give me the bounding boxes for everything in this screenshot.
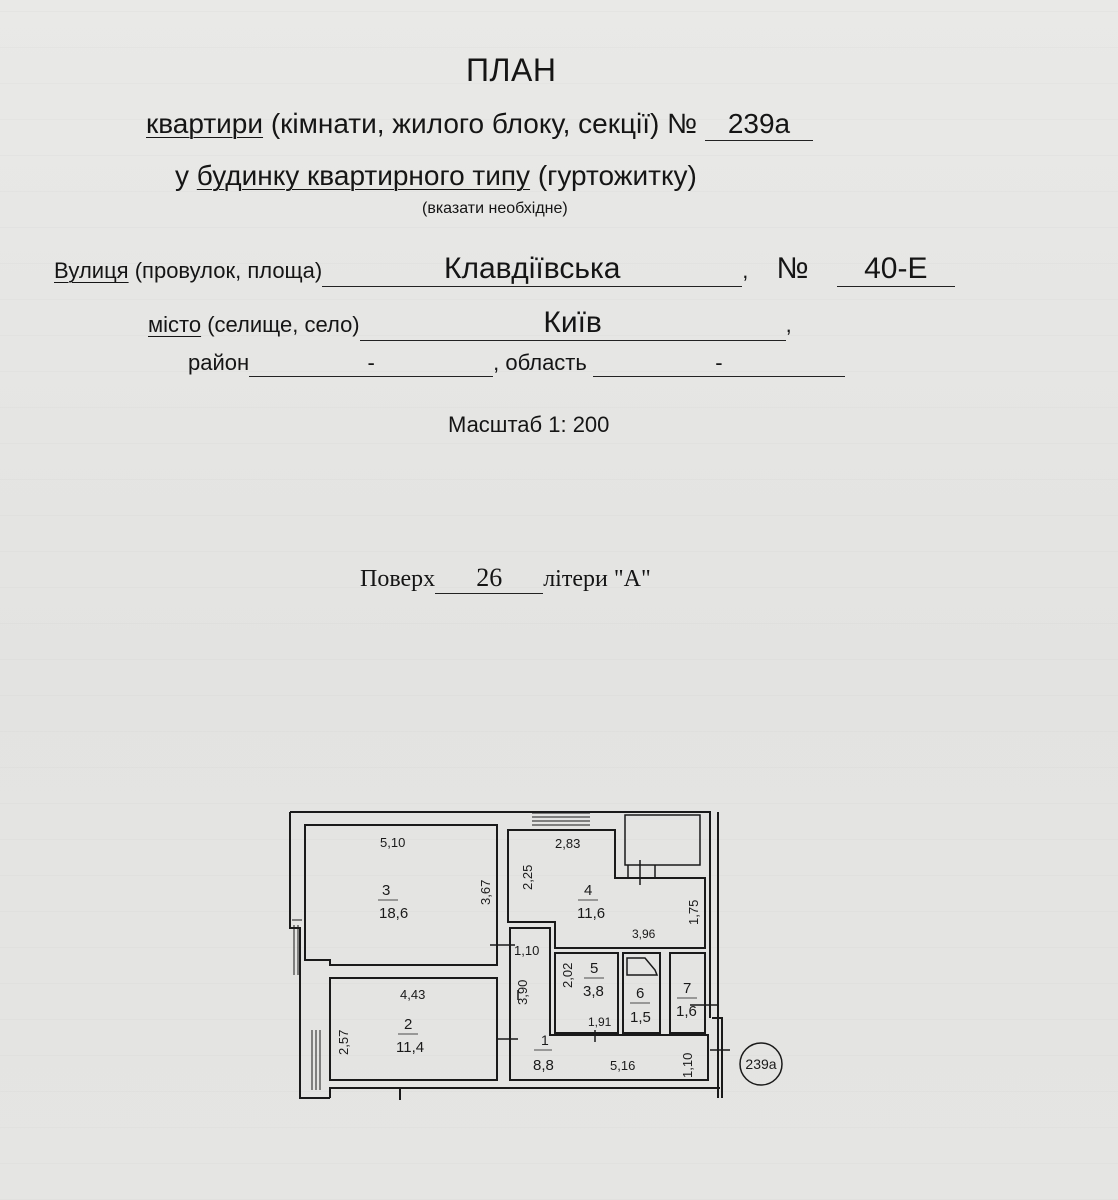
street-label: Вулиця [54,258,129,283]
dim-room3-width: 5,10 [380,835,405,850]
dim-room4-top: 2,83 [555,836,580,851]
room2-area: 11,4 [396,1039,424,1056]
dim-room4-left: 2,25 [520,865,535,890]
apartment-number-field: 239а [704,108,813,141]
dim-room2-width: 4,43 [400,987,425,1002]
room1-id: 1 [541,1032,549,1048]
house-number-field: 40-Е [836,252,955,287]
city-field: Київ [359,306,786,341]
hint-note: (вказати необхідне) [422,200,568,217]
street-label-rest: (провулок, площа) [134,258,323,283]
city-label: місто [148,312,202,337]
apartment-label-rest: (кімнати, жилого блоку, секції) [270,108,660,139]
room6-id: 6 [636,985,644,1002]
room7-id: 7 [683,980,691,997]
dim-corridor-left: 3,90 [515,980,530,1005]
apartment-badge: 239а [745,1056,776,1072]
room4-id: 4 [584,882,592,899]
dim-room5-side: 2,02 [560,963,575,988]
district-label: район [188,350,250,375]
house-number-label: № [776,252,809,285]
region-field: - [592,350,845,377]
floor-label: Поверх [360,566,436,592]
room4-area: 11,6 [577,905,605,922]
city-label-rest: (селище, село) [207,312,360,337]
floor-field: 26 [435,563,544,594]
apartment-line: квартири (кімнати, жилого блоку, секції)… [146,108,813,141]
room5-area: 3,8 [583,983,604,1000]
street-row: Вулиця (провулок, площа)Клавдіївська, № … [54,252,955,287]
room1-area: 8,8 [533,1057,554,1074]
room7-area: 1,6 [676,1003,697,1020]
region-label: , область [493,350,587,375]
letter-label: літери "А" [543,566,651,592]
street-comma: , [742,258,749,283]
building-prefix: у [175,160,189,191]
apartment-label: квартири [146,108,264,139]
district-row: район-, область - [188,350,845,377]
dim-corridor-bottom: 5,16 [610,1058,635,1073]
document-title: ПЛАН [466,52,557,88]
room3-id: 3 [382,882,390,899]
apartment-badge-circle [739,1042,783,1086]
street-field: Клавдіївська [322,252,743,287]
dim-room2-depth: 2,57 [336,1030,351,1055]
apartment-number-label: № [667,108,698,139]
dim-corridor-right: 1,10 [680,1053,695,1078]
building-line: у будинку квартирного типу (гуртожитку) [175,160,697,192]
building-type-rest: (гуртожитку) [537,160,697,191]
dim-room4-right: 1,75 [686,900,701,925]
scale-label: Масштаб 1: 200 [448,412,610,437]
room3-area: 18,6 [379,905,408,922]
dim-corridor-top: 1,10 [514,943,539,958]
city-row: місто (селище, село)Київ, [148,306,792,341]
room6-area: 1,5 [630,1009,651,1026]
building-type: будинку квартирного типу [196,160,531,191]
dim-room5-bottom: 1,91 [588,1015,612,1029]
city-comma: , [785,312,792,337]
dim-room3-depth: 3,67 [478,880,493,905]
district-field: - [249,350,494,377]
room5-id: 5 [590,960,598,977]
dim-room4-bottom: 3,96 [632,927,656,941]
room2-id: 2 [404,1016,412,1033]
